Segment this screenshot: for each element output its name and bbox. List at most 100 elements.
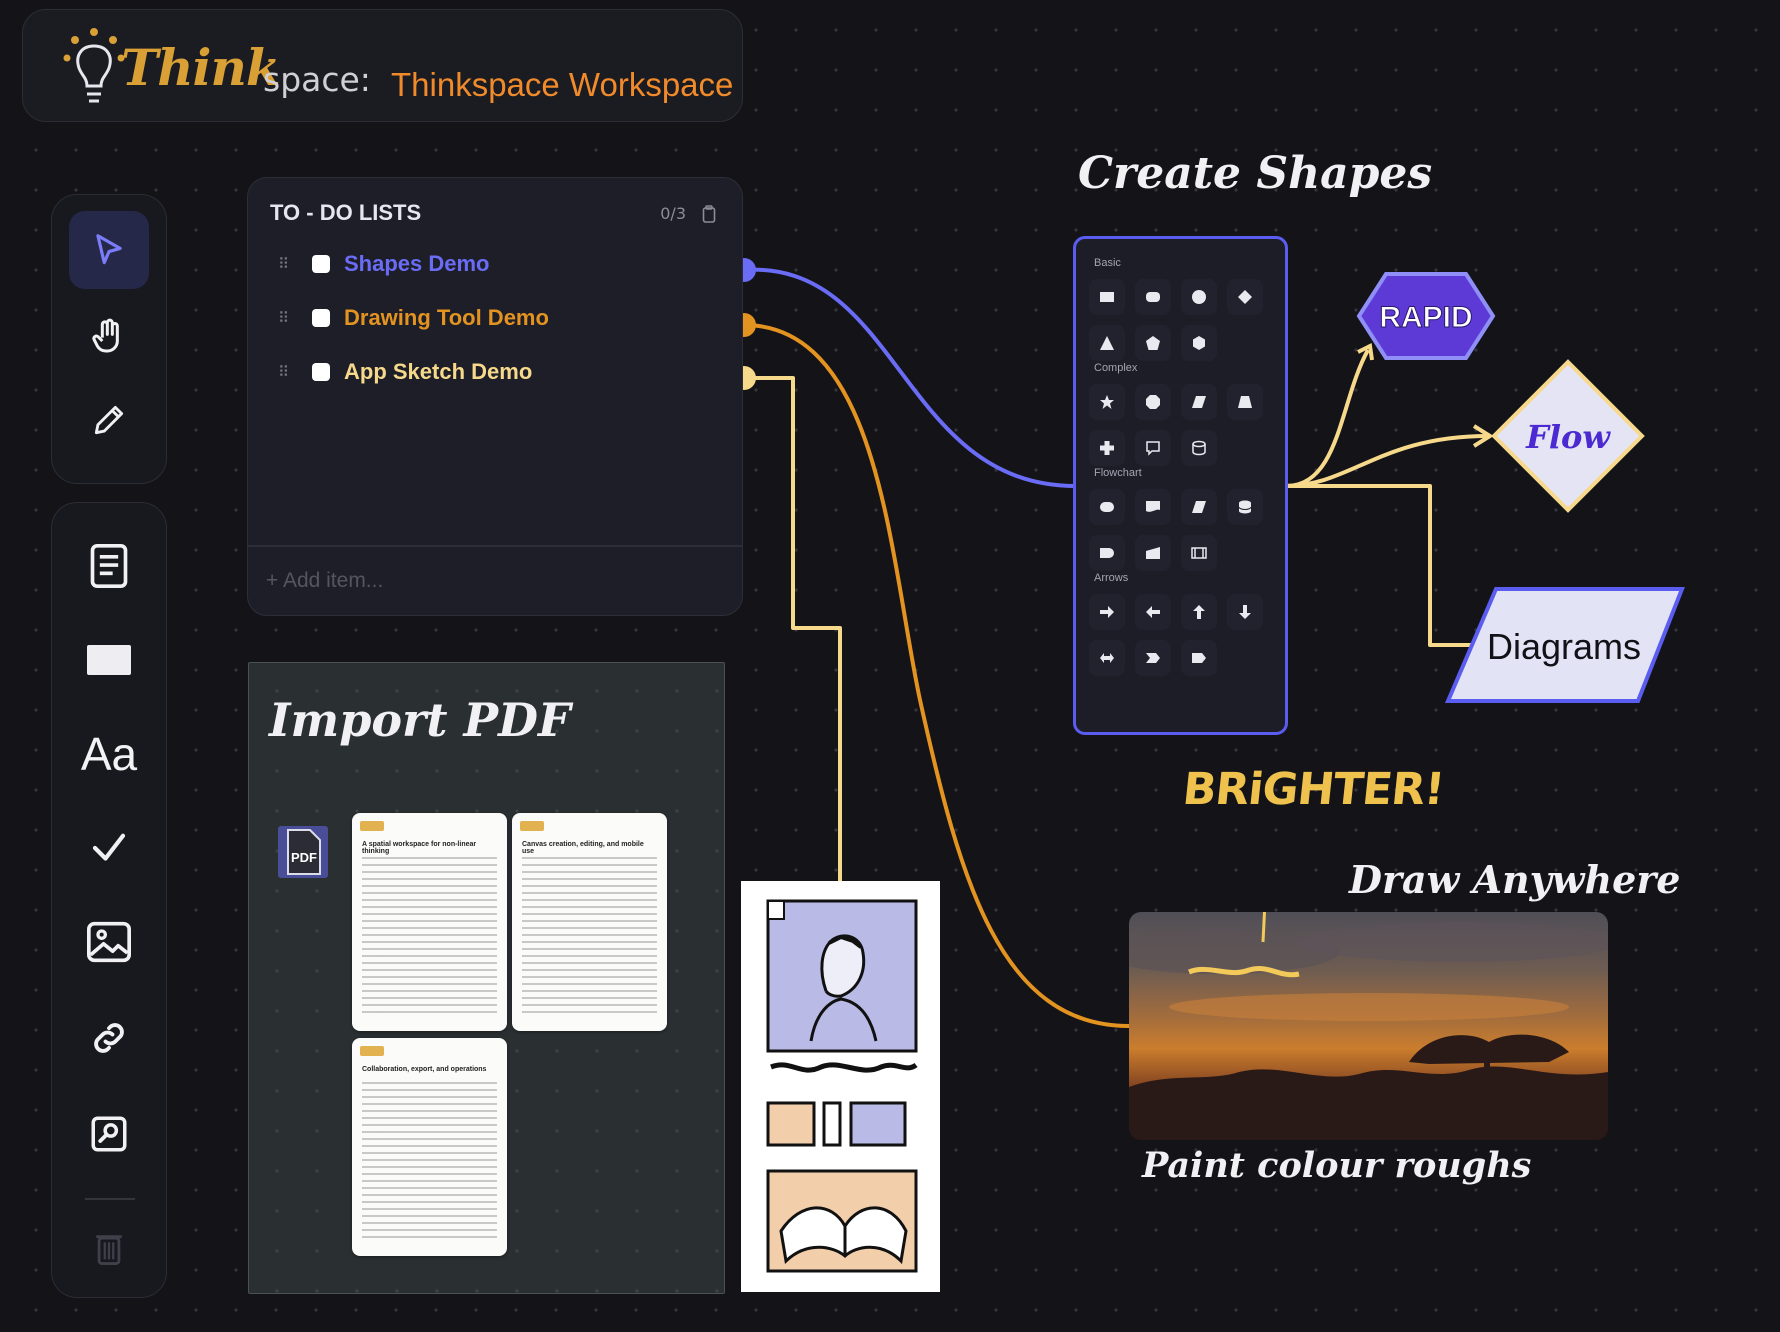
draw-anywhere-title: Draw Anywhere xyxy=(1349,857,1681,902)
shape-hexagon-button[interactable] xyxy=(1181,325,1217,361)
terminator-icon xyxy=(1100,502,1114,512)
hexagon-icon xyxy=(1193,336,1205,350)
pdf-page-thumbnail[interactable]: Collaboration, export, and operations xyxy=(352,1038,507,1256)
pencil-icon xyxy=(94,405,124,435)
app-sketch-card[interactable] xyxy=(741,881,940,1292)
image-tool-button[interactable] xyxy=(69,903,149,981)
cylinder-icon xyxy=(1192,440,1206,456)
rapid-hexagon-shape[interactable]: RAPID xyxy=(1356,271,1496,361)
flow-delay-button[interactable] xyxy=(1089,535,1125,571)
pdf-file-icon[interactable]: PDF xyxy=(278,826,328,878)
flow-predefined-button[interactable] xyxy=(1181,535,1217,571)
flow-document-button[interactable] xyxy=(1135,489,1171,525)
arrow-chevron-button[interactable] xyxy=(1135,640,1171,676)
arrow-right-button[interactable] xyxy=(1089,594,1125,630)
sunset-artwork xyxy=(1129,912,1608,1140)
shape-circle-button[interactable] xyxy=(1181,279,1217,315)
drag-handle-icon[interactable]: ⠿ xyxy=(278,362,290,381)
predefined-process-icon xyxy=(1191,547,1207,559)
pan-tool-button[interactable] xyxy=(69,297,149,375)
select-tool-button[interactable] xyxy=(69,211,149,289)
sketch-drawing xyxy=(766,899,918,1273)
octagon-icon xyxy=(1146,395,1160,409)
todo-list-panel[interactable]: TO - DO LISTS 0/3 ⠿ Shapes Demo ⠿ Drawin… xyxy=(247,177,743,616)
toolbar-divider xyxy=(85,1198,135,1200)
shape-pentagon-button[interactable] xyxy=(1135,325,1171,361)
brighter-handwriting: BRiGHTER! xyxy=(1180,764,1447,815)
section-label-complex: Complex xyxy=(1094,362,1138,374)
pencil-tool-button[interactable] xyxy=(69,381,149,459)
pdf-page-thumbnail[interactable]: A spatial workspace for non-linear think… xyxy=(352,813,507,1031)
connector-flow-arrow xyxy=(1472,424,1494,448)
shape-diamond-button[interactable] xyxy=(1227,279,1263,315)
connector-shapes xyxy=(743,267,1077,488)
flow-manual-input-button[interactable] xyxy=(1135,535,1171,571)
arrow-down-button[interactable] xyxy=(1227,594,1263,630)
todo-checkbox[interactable] xyxy=(312,363,330,381)
connector-diagrams xyxy=(1286,484,1472,647)
todo-item[interactable]: ⠿ App Sketch Demo xyxy=(278,354,532,390)
arrow-right-icon xyxy=(1100,606,1114,618)
flow-data-button[interactable] xyxy=(1181,489,1217,525)
flow-terminator-button[interactable] xyxy=(1089,489,1125,525)
flow-database-button[interactable] xyxy=(1227,489,1263,525)
manual-input-icon xyxy=(1146,547,1160,559)
page-text-lines xyxy=(362,857,497,1017)
shape-callout-button[interactable] xyxy=(1135,430,1171,466)
todo-checkbox[interactable] xyxy=(312,309,330,327)
shape-cross-button[interactable] xyxy=(1089,430,1125,466)
diagrams-parallelogram-shape[interactable]: Diagrams xyxy=(1444,586,1686,704)
shape-star-button[interactable] xyxy=(1089,384,1125,420)
todo-item[interactable]: ⠿ Shapes Demo xyxy=(278,246,490,282)
text-tool-button[interactable]: Aa xyxy=(69,715,149,793)
star-icon xyxy=(1100,395,1114,409)
connector-flow xyxy=(1285,434,1489,488)
embed-tool-button[interactable] xyxy=(69,1095,149,1173)
arrow-up-icon xyxy=(1193,605,1205,619)
parallelogram-icon xyxy=(1192,396,1206,408)
pdf-page-thumbnail[interactable]: Canvas creation, editing, and mobile use xyxy=(512,813,667,1031)
link-tool-button[interactable] xyxy=(69,999,149,1077)
shape-triangle-button[interactable] xyxy=(1089,325,1125,361)
flow-diamond-shape[interactable]: Flow xyxy=(1490,358,1646,514)
rectangle-tool-button[interactable] xyxy=(69,621,149,699)
checklist-tool-button[interactable] xyxy=(69,809,149,887)
sunset-painting[interactable] xyxy=(1129,912,1608,1140)
page-heading: Canvas creation, editing, and mobile use xyxy=(522,841,644,855)
shape-rounded-rect-button[interactable] xyxy=(1135,279,1171,315)
connector-sketch xyxy=(744,376,842,881)
arrow-pentagon-button[interactable] xyxy=(1181,640,1217,676)
workspace-header: Think space: Thinkspace Workspace xyxy=(22,9,743,122)
checkmark-icon xyxy=(92,833,126,861)
arrow-left-button[interactable] xyxy=(1135,594,1171,630)
note-tool-button[interactable] xyxy=(69,527,149,605)
trash-icon xyxy=(96,1235,122,1265)
workspace-name[interactable]: Thinkspace Workspace xyxy=(391,66,734,103)
document-shape-icon xyxy=(1146,501,1160,512)
clipboard-icon[interactable] xyxy=(702,205,716,223)
shape-cylinder-button[interactable] xyxy=(1181,430,1217,466)
arrow-left-icon xyxy=(1146,606,1160,618)
todo-item[interactable]: ⠿ Drawing Tool Demo xyxy=(278,300,549,336)
shape-trapezoid-button[interactable] xyxy=(1227,384,1263,420)
shape-parallelogram-button[interactable] xyxy=(1181,384,1217,420)
shape-rectangle-button[interactable] xyxy=(1089,279,1125,315)
add-item-input[interactable] xyxy=(264,568,688,594)
todo-checkbox[interactable] xyxy=(312,255,330,273)
circle-icon xyxy=(1192,290,1206,304)
arrow-double-button[interactable] xyxy=(1089,640,1125,676)
shape-library-panel[interactable]: Basic Complex Flowchart Arrows xyxy=(1073,236,1288,735)
note-icon xyxy=(90,544,128,588)
cross-icon xyxy=(1100,441,1114,455)
todo-item-label: App Sketch Demo xyxy=(344,359,533,384)
create-shapes-title: Create Shapes xyxy=(1078,148,1433,199)
arrow-up-button[interactable] xyxy=(1181,594,1217,630)
page-heading: A spatial workspace for non-linear think… xyxy=(362,841,477,855)
shape-octagon-button[interactable] xyxy=(1135,384,1171,420)
trash-tool-button[interactable] xyxy=(69,1209,149,1287)
trapezoid-icon xyxy=(1238,396,1252,408)
drag-handle-icon[interactable]: ⠿ xyxy=(278,254,290,273)
drag-handle-icon[interactable]: ⠿ xyxy=(278,308,290,327)
todo-count: 0/3 xyxy=(660,204,686,223)
page-text-lines xyxy=(522,857,657,1017)
